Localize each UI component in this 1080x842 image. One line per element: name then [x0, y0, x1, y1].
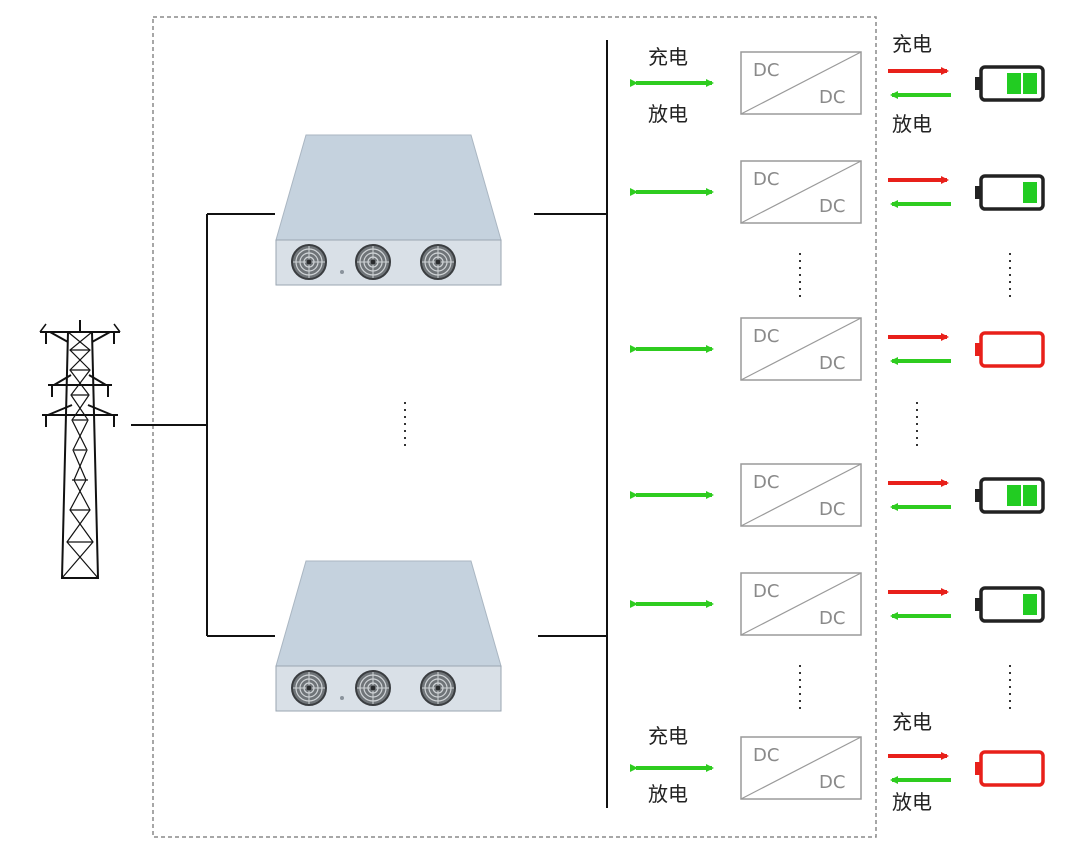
- dc-dc-converter-icon: DC DC: [740, 160, 862, 224]
- dc-bus-line: [534, 40, 608, 808]
- discharge-label-battery: 放电: [892, 790, 932, 814]
- rectifier-cabinet-icon: [276, 561, 501, 711]
- channel-row: DC DC: [630, 160, 1045, 224]
- battery-cell: [1007, 485, 1021, 506]
- converter-output-label: DC: [819, 608, 845, 629]
- converter-input-label: DC: [753, 472, 779, 493]
- charge-label-bus: 充电: [648, 724, 688, 748]
- discharge-label-battery: 放电: [892, 112, 932, 136]
- dc-dc-converter-icon: DC DC: [740, 317, 862, 381]
- dc-dc-converter-icon: DC DC: [740, 736, 862, 800]
- battery-cell: [1007, 73, 1021, 94]
- charge-label-battery: 充电: [892, 32, 932, 56]
- converter-input-label: DC: [753, 60, 779, 81]
- converter-output-label: DC: [819, 499, 845, 520]
- channel-row: DC DC: [630, 51, 1045, 115]
- converter-output-label: DC: [819, 772, 845, 793]
- battery-icon: [975, 331, 1045, 368]
- discharge-label-bus: 放电: [648, 782, 688, 806]
- dc-dc-converter-icon: DC DC: [740, 463, 862, 527]
- dc-dc-converter-icon: DC DC: [740, 51, 862, 115]
- battery-cell: [1023, 73, 1037, 94]
- converter-input-label: DC: [753, 581, 779, 602]
- converter-output-label: DC: [819, 353, 845, 374]
- battery-icon: [975, 65, 1045, 102]
- battery-cell: [1023, 182, 1037, 203]
- converter-output-label: DC: [819, 196, 845, 217]
- charge-label-bus: 充电: [648, 45, 688, 69]
- battery-icon: [975, 586, 1045, 623]
- channel-row: DC DC: [630, 317, 1045, 381]
- converter-input-label: DC: [753, 745, 779, 766]
- converter-input-label: DC: [753, 169, 779, 190]
- system-boundary: [152, 16, 877, 838]
- channel-group: DC DC DC DC DC DC DC DC DC DC DC DC: [630, 51, 1045, 800]
- battery-cell: [1023, 594, 1037, 615]
- charge-label-battery: 充电: [892, 710, 932, 734]
- rectifier-cabinet-icon: [276, 135, 501, 285]
- channel-row: DC DC: [630, 572, 1045, 636]
- converter-output-label: DC: [819, 87, 845, 108]
- battery-icon: [975, 750, 1045, 787]
- discharge-label-bus: 放电: [648, 102, 688, 126]
- ac-feed-line: [131, 213, 275, 637]
- dc-dc-converter-icon: DC DC: [740, 572, 862, 636]
- converter-input-label: DC: [753, 326, 779, 347]
- battery-icon: [975, 174, 1045, 211]
- channel-row: DC DC: [630, 463, 1045, 527]
- channel-row: DC DC: [630, 736, 1045, 800]
- battery-cell: [1023, 485, 1037, 506]
- battery-icon: [975, 477, 1045, 514]
- transmission-tower-icon: [39, 319, 121, 579]
